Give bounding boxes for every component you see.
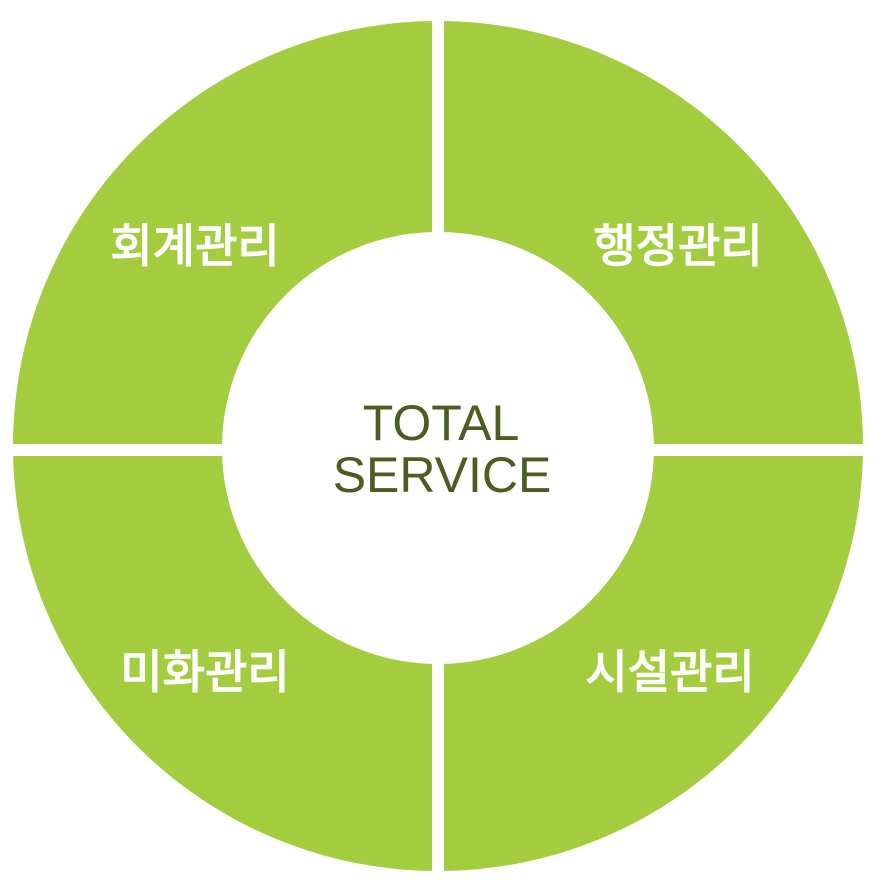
segment-facility-label: 시설관리 [585, 646, 754, 698]
segment-administration-label: 행정관리 [593, 220, 762, 272]
center-title-line1: TOTAL [363, 395, 520, 451]
center-circle [222, 232, 654, 664]
center-title-line2: SERVICE [333, 447, 552, 503]
segment-accounting-label: 회계관리 [110, 220, 279, 272]
segment-cleaning-label: 미화관리 [120, 646, 289, 698]
